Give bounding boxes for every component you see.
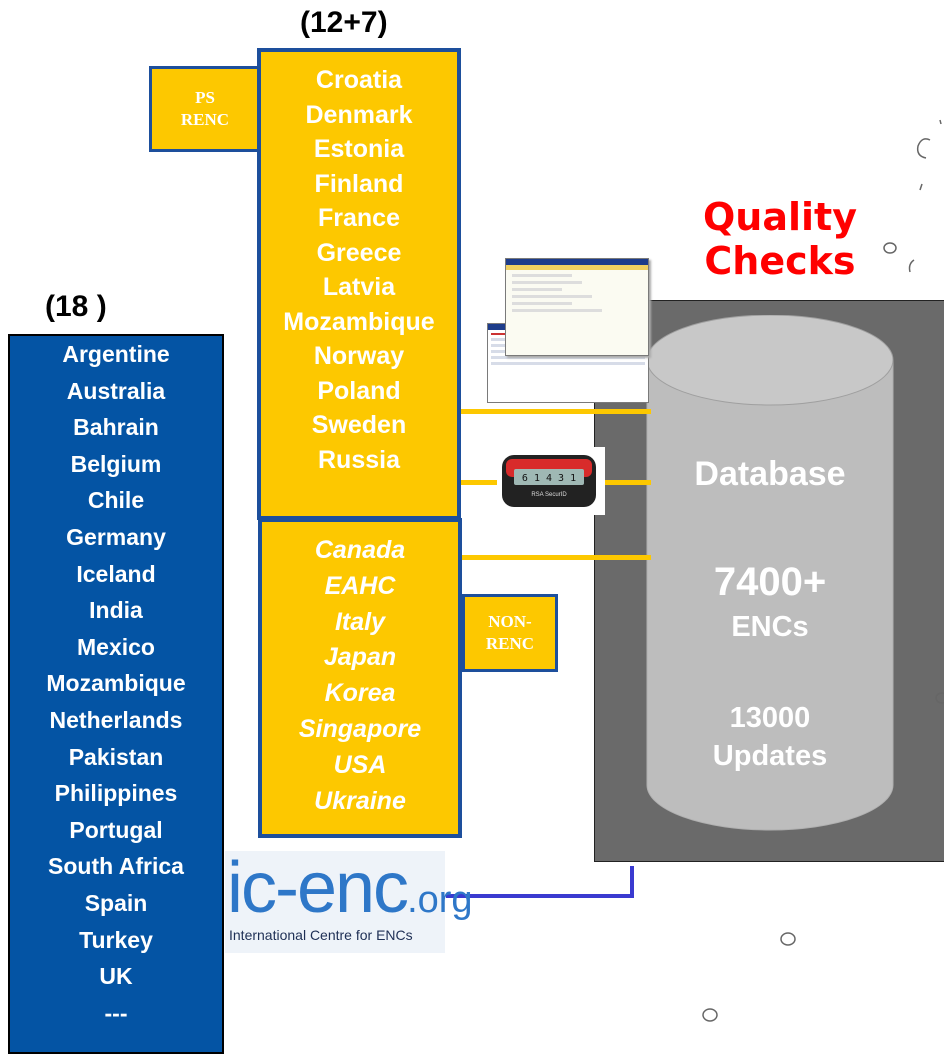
database-cylinder	[646, 315, 894, 831]
renc-country: Norway	[313, 342, 405, 370]
connector-logo-horizontal	[446, 894, 634, 898]
non-renc-country: Japan	[323, 643, 397, 672]
member-country: South Africa	[48, 853, 184, 880]
member-country: Pakistan	[68, 743, 164, 770]
member-country: Philippines	[54, 780, 178, 807]
member-country: Belgium	[70, 450, 162, 477]
non-renc-country: Canada	[314, 536, 406, 564]
quality-checks-title: Quality Checks	[680, 195, 880, 283]
member-country: Portugal	[69, 816, 163, 843]
renc-country: Denmark	[305, 100, 413, 129]
member-country: Australia	[66, 377, 166, 404]
renc-country: Latvia	[322, 273, 396, 301]
connector-russia-token	[455, 480, 497, 485]
member-country: ---	[104, 999, 128, 1026]
logo-subtitle: International Centre for ENCs	[229, 927, 413, 943]
renc-country: France	[318, 204, 400, 232]
non-renc-country: Italy	[334, 607, 386, 636]
quality-line-2: Checks	[704, 239, 856, 283]
updates-label: Updates	[712, 740, 828, 772]
renc-country: Croatia	[315, 66, 403, 94]
renc-country: Poland	[317, 376, 401, 405]
encs-label: ENCs	[731, 611, 809, 643]
renc-country: Russia	[318, 445, 400, 474]
non-renc-country: USA	[333, 750, 387, 779]
renc-country: Sweden	[311, 411, 407, 439]
member-country: India	[89, 597, 143, 624]
connector-logo-vertical	[630, 866, 634, 898]
non-renc-country: Korea	[324, 679, 396, 708]
logo-main-text: ic-enc	[227, 848, 409, 928]
member-country: Turkey	[79, 926, 153, 953]
member-country: Netherlands	[49, 706, 183, 733]
member-country: Spain	[84, 889, 148, 916]
connector-token-database	[605, 480, 651, 485]
member-country: Argentine	[62, 341, 170, 367]
member-country: Bahrain	[73, 414, 159, 441]
renc-country: Mozambique	[283, 307, 435, 336]
renc-group-count: (12+7)	[300, 6, 388, 39]
non-renc-country: Singapore	[298, 714, 422, 743]
svg-text:6 1 4 3 1: 6 1 4 3 1	[522, 473, 576, 484]
ps-renc-line-2: RENC	[180, 110, 230, 129]
svg-text:RSA SecurID: RSA SecurID	[531, 492, 567, 498]
quality-line-1: Quality	[703, 195, 857, 239]
connector-canada-database	[455, 555, 651, 560]
non-renc-country: EAHC	[324, 571, 396, 600]
renc-country: Greece	[316, 238, 402, 267]
member-country: Mozambique	[46, 670, 186, 697]
non-renc-line-2: RENC	[485, 634, 535, 653]
security-token-image: 6 1 4 3 1 RSA SecurID	[492, 447, 605, 515]
database-label: Database	[694, 455, 846, 493]
ps-renc-tag: PS RENC	[149, 66, 261, 152]
renc-country: Finland	[314, 169, 404, 198]
screenshot-thumbnail-front	[505, 258, 649, 356]
member-country: Iceland	[76, 560, 156, 587]
ps-renc-line-1: PS	[195, 88, 215, 107]
left-group-count: (18 )	[45, 290, 107, 323]
decorative-circles	[702, 932, 796, 1022]
member-country: Chile	[87, 487, 145, 514]
member-country: UK	[99, 963, 133, 990]
non-renc-tag: NON- RENC	[462, 594, 558, 672]
updates-count: 13000	[729, 702, 811, 734]
encs-count: 7400+	[713, 560, 827, 604]
ic-enc-logo[interactable]: ic-enc.org International Centre for ENCs	[225, 848, 473, 953]
renc-country: Estonia	[313, 135, 405, 163]
member-country: Mexico	[77, 633, 155, 660]
rsa-token-icon: 6 1 4 3 1 RSA SecurID	[502, 455, 596, 507]
non-renc-line-1: NON-	[488, 612, 532, 631]
decorative-doodles	[883, 119, 944, 704]
member-country: Germany	[66, 523, 166, 550]
non-renc-country: Ukraine	[314, 786, 406, 815]
connector-poland-database	[455, 409, 651, 414]
logo-suffix-text: .org	[407, 879, 473, 921]
